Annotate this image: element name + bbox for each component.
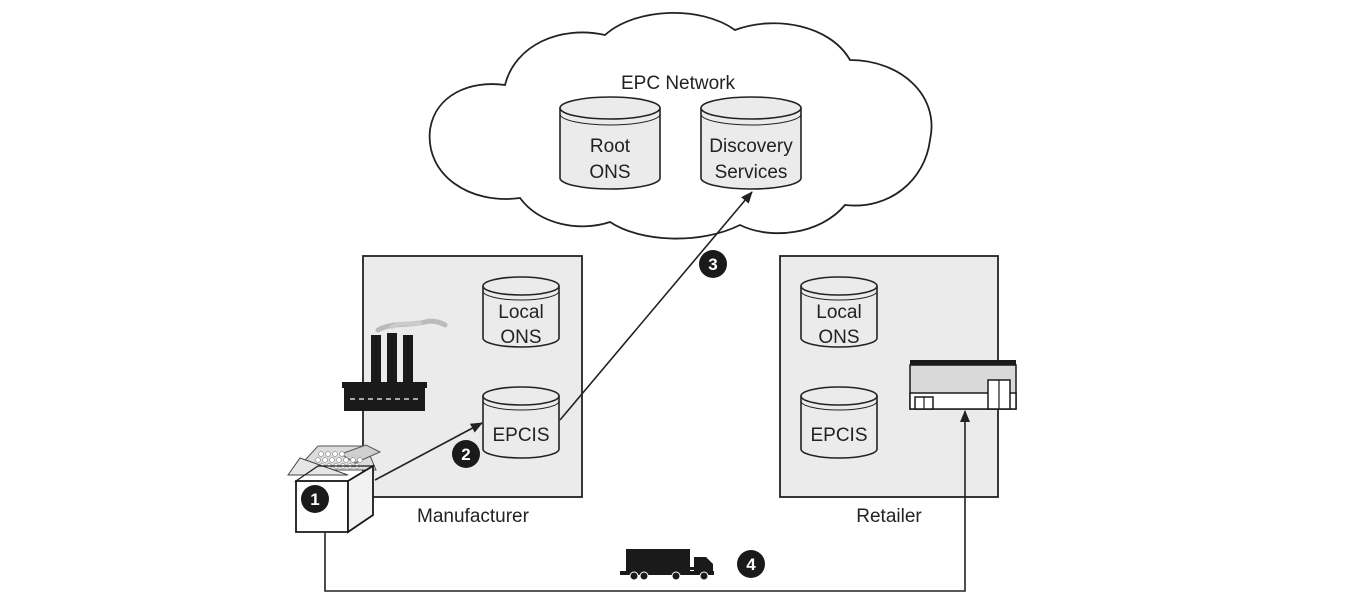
- root-ons-database: Root ONS: [559, 96, 661, 190]
- discovery-services-database: Discovery Services: [700, 96, 802, 190]
- retailer-local-ons-line2: ONS: [818, 327, 859, 348]
- store-icon: [909, 360, 1017, 410]
- manufacturer-local-ons-line1: Local: [498, 302, 543, 323]
- factory-icon: [342, 318, 448, 411]
- svg-text:2: 2: [461, 445, 470, 464]
- step-badge-1: 1: [301, 485, 329, 513]
- svg-text:3: 3: [708, 255, 717, 274]
- flow-arrows: [324, 191, 970, 592]
- cloud-title: EPC Network: [621, 73, 736, 94]
- truck-icon: [620, 549, 714, 581]
- svg-text:4: 4: [746, 555, 756, 574]
- step-badge-3: 3: [699, 250, 727, 278]
- manufacturer-local-ons-line2: ONS: [500, 327, 541, 348]
- retailer-label: Retailer: [856, 506, 922, 527]
- root-ons-line2: ONS: [589, 162, 630, 183]
- manufacturer-epcis-database: EPCIS: [482, 386, 560, 459]
- step-badge-2: 2: [452, 440, 480, 468]
- retailer-epcis-database: EPCIS: [800, 386, 878, 459]
- product-box-icon: [287, 444, 382, 534]
- arrow-box-to-epcis: [374, 422, 483, 481]
- manufacturer-site: Manufacturer Local ONS EPCIS: [362, 255, 583, 527]
- epc-network-cloud: EPC Network: [428, 11, 933, 240]
- retailer-local-ons-database: Local ONS: [800, 276, 878, 348]
- retailer-local-ons-line1: Local: [816, 302, 861, 323]
- step-badge-4: 4: [737, 550, 765, 578]
- manufacturer-local-ons-database: Local ONS: [482, 276, 560, 348]
- svg-text:1: 1: [310, 490, 319, 509]
- discovery-line1: Discovery: [709, 136, 793, 157]
- root-ons-line1: Root: [590, 136, 631, 157]
- discovery-line2: Services: [715, 162, 788, 183]
- arrow-epcis-to-discovery: [559, 191, 753, 421]
- manufacturer-label: Manufacturer: [417, 506, 530, 527]
- retailer-epcis-label: EPCIS: [810, 425, 867, 446]
- arrow-shipment-to-retailer: [324, 410, 970, 592]
- manufacturer-epcis-label: EPCIS: [492, 425, 549, 446]
- cloud-shape: [428, 11, 933, 240]
